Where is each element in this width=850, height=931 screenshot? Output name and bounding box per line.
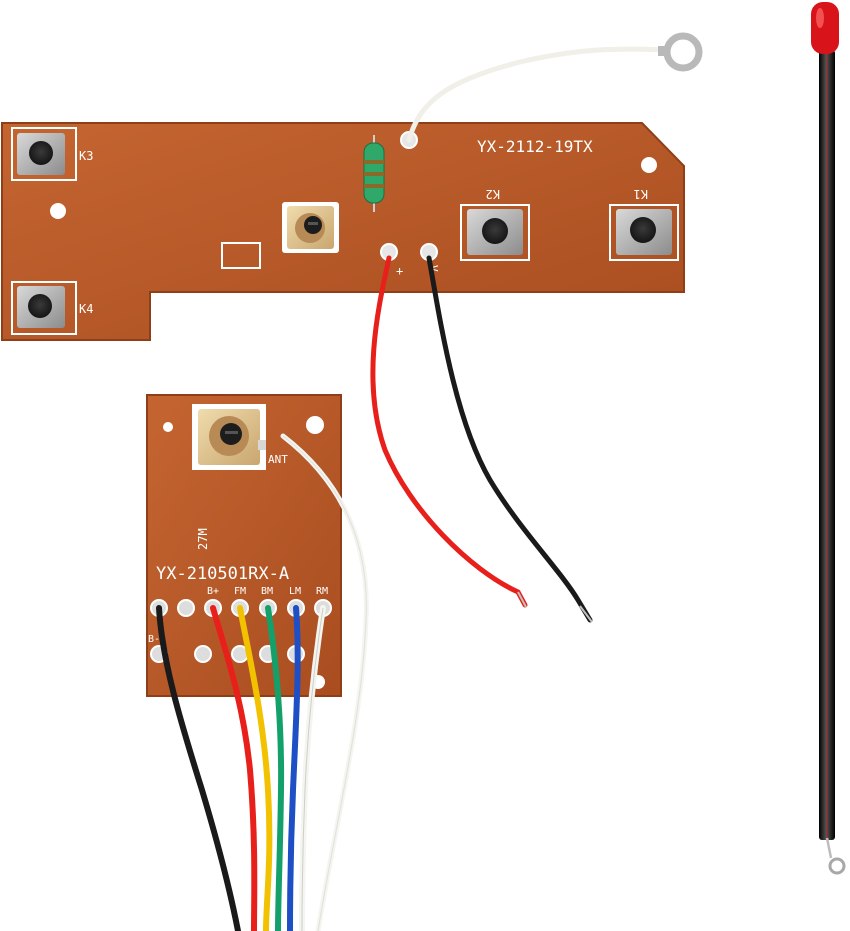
tact-switch-icon	[11, 281, 77, 335]
rod-antenna	[811, 2, 846, 875]
transmitter-antenna-wire	[406, 32, 703, 143]
mounting-hole	[306, 416, 324, 434]
silkscreen-box	[221, 242, 261, 269]
power-wire-black	[426, 255, 593, 623]
receiver-wire-green	[265, 605, 285, 931]
button-label-k4: K4	[79, 302, 93, 316]
tact-switch-icon	[460, 204, 530, 261]
mounting-hole	[641, 157, 657, 173]
inductor-icon	[363, 135, 385, 212]
receiver-wire-red	[210, 605, 258, 931]
tact-switch-icon	[609, 204, 679, 261]
receiver-wire-black	[156, 605, 241, 931]
power-mark-plus: +	[396, 264, 403, 278]
receiver-board: ANT 27M YX-210501RX-A B+ FM BM LM RM B-	[146, 394, 342, 697]
antenna-cap	[811, 2, 839, 54]
potentiometer-icon	[282, 202, 339, 253]
receiver-model-label: YX-210501RX-A	[156, 564, 289, 584]
potentiometer-icon	[192, 404, 266, 470]
pin-label-bminus: B-	[148, 634, 160, 645]
receiver-wire-yellow	[237, 605, 273, 931]
pin-label-bplus: B+	[207, 586, 219, 597]
mounting-hole	[50, 203, 66, 219]
ring-terminal-icon	[663, 32, 703, 72]
transmitter-model-label: YX-2112-19TX	[477, 137, 593, 156]
tact-switch-icon	[11, 127, 77, 181]
pin-label-bm: BM	[261, 586, 273, 597]
wire-tip	[579, 605, 593, 623]
mounting-hole	[163, 422, 173, 432]
antenna-mark: ANT	[268, 453, 288, 466]
ring-terminal-icon	[828, 857, 846, 875]
receiver-wire-blue	[287, 605, 301, 931]
button-label-k2: K2	[486, 187, 500, 201]
button-label-k1: K1	[634, 187, 648, 201]
pin-label-rm: RM	[316, 586, 328, 597]
power-wire-red	[370, 255, 528, 608]
transmitter-board: YX-2112-19TX K3 K4 K2 K1	[1, 122, 685, 341]
pin-label-fm: FM	[234, 586, 246, 597]
wire-tip	[517, 591, 527, 608]
frequency-label: 27M	[196, 528, 210, 550]
pin-label-lm: LM	[289, 586, 301, 597]
button-label-k3: K3	[79, 149, 93, 163]
